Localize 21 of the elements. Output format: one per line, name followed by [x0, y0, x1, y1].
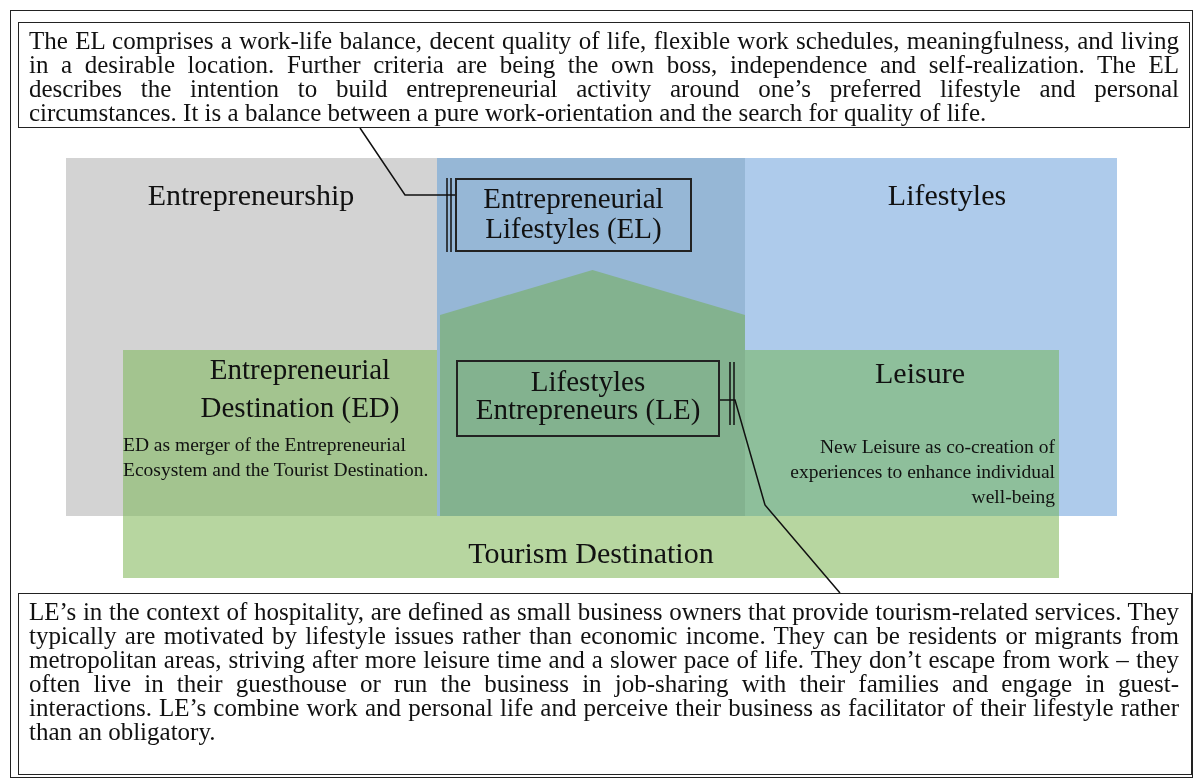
- shaded-region: [123, 516, 1059, 578]
- note-text: The EL comprises a work-life balance, decent quality of life, flexible work schedules, meaningfulness, and living in a desirable location. Further criteria are being the own boss, independence and self-realization. The EL describes the intention to build entrepreneurial activity around one’s preferred lifestyle and personal circumstances. It is a balance between a pure work-orientation and the search for quality of life.: [29, 29, 1179, 125]
- title-box: [455, 178, 692, 252]
- region-title: Leisure: [874, 356, 966, 390]
- shaded-region: [66, 158, 437, 516]
- region-title: Entrepreneurship: [146, 178, 356, 212]
- region-title: Lifestyles: [886, 178, 1008, 212]
- region-title: Entrepreneurial Destination (ED): [199, 352, 401, 425]
- region-title: Tourism Destination: [467, 536, 715, 570]
- title-box: [456, 360, 720, 437]
- box-title: Lifestyles Entrepreneurs (LE): [474, 367, 702, 423]
- shaded-region: [123, 350, 437, 516]
- leader-line: [359, 127, 456, 196]
- description-text: ED as merger of the Entrepreneurial Ecosystem and the Tourist Destination.: [123, 433, 430, 482]
- shaded-region: [745, 350, 1059, 516]
- note-box: [18, 593, 1192, 775]
- shaded-region: [437, 158, 1117, 516]
- box-title: Entrepreneurial Lifestyles (EL): [482, 183, 665, 243]
- description-text: New Leisure as co-creation of experiences to enhance individual well-being: [789, 435, 1055, 509]
- note-text: LE’s in the context of hospitality, are defined as small business owners that provide tourism-related services. They typically are motivated by lifestyle issues rather than economic income. They can be residents or migrants from metropolitan areas, striving after more leisure time and a slower pace of life. They don’t escape from work – they often live in their guesthouse or run the business in job-sharing with their families and engage in guest-interactions. LE’s combine work and personal life and perceive their business as facilitator of their lifestyle rather than an obligatory.: [29, 600, 1179, 744]
- house-shape: [440, 270, 745, 516]
